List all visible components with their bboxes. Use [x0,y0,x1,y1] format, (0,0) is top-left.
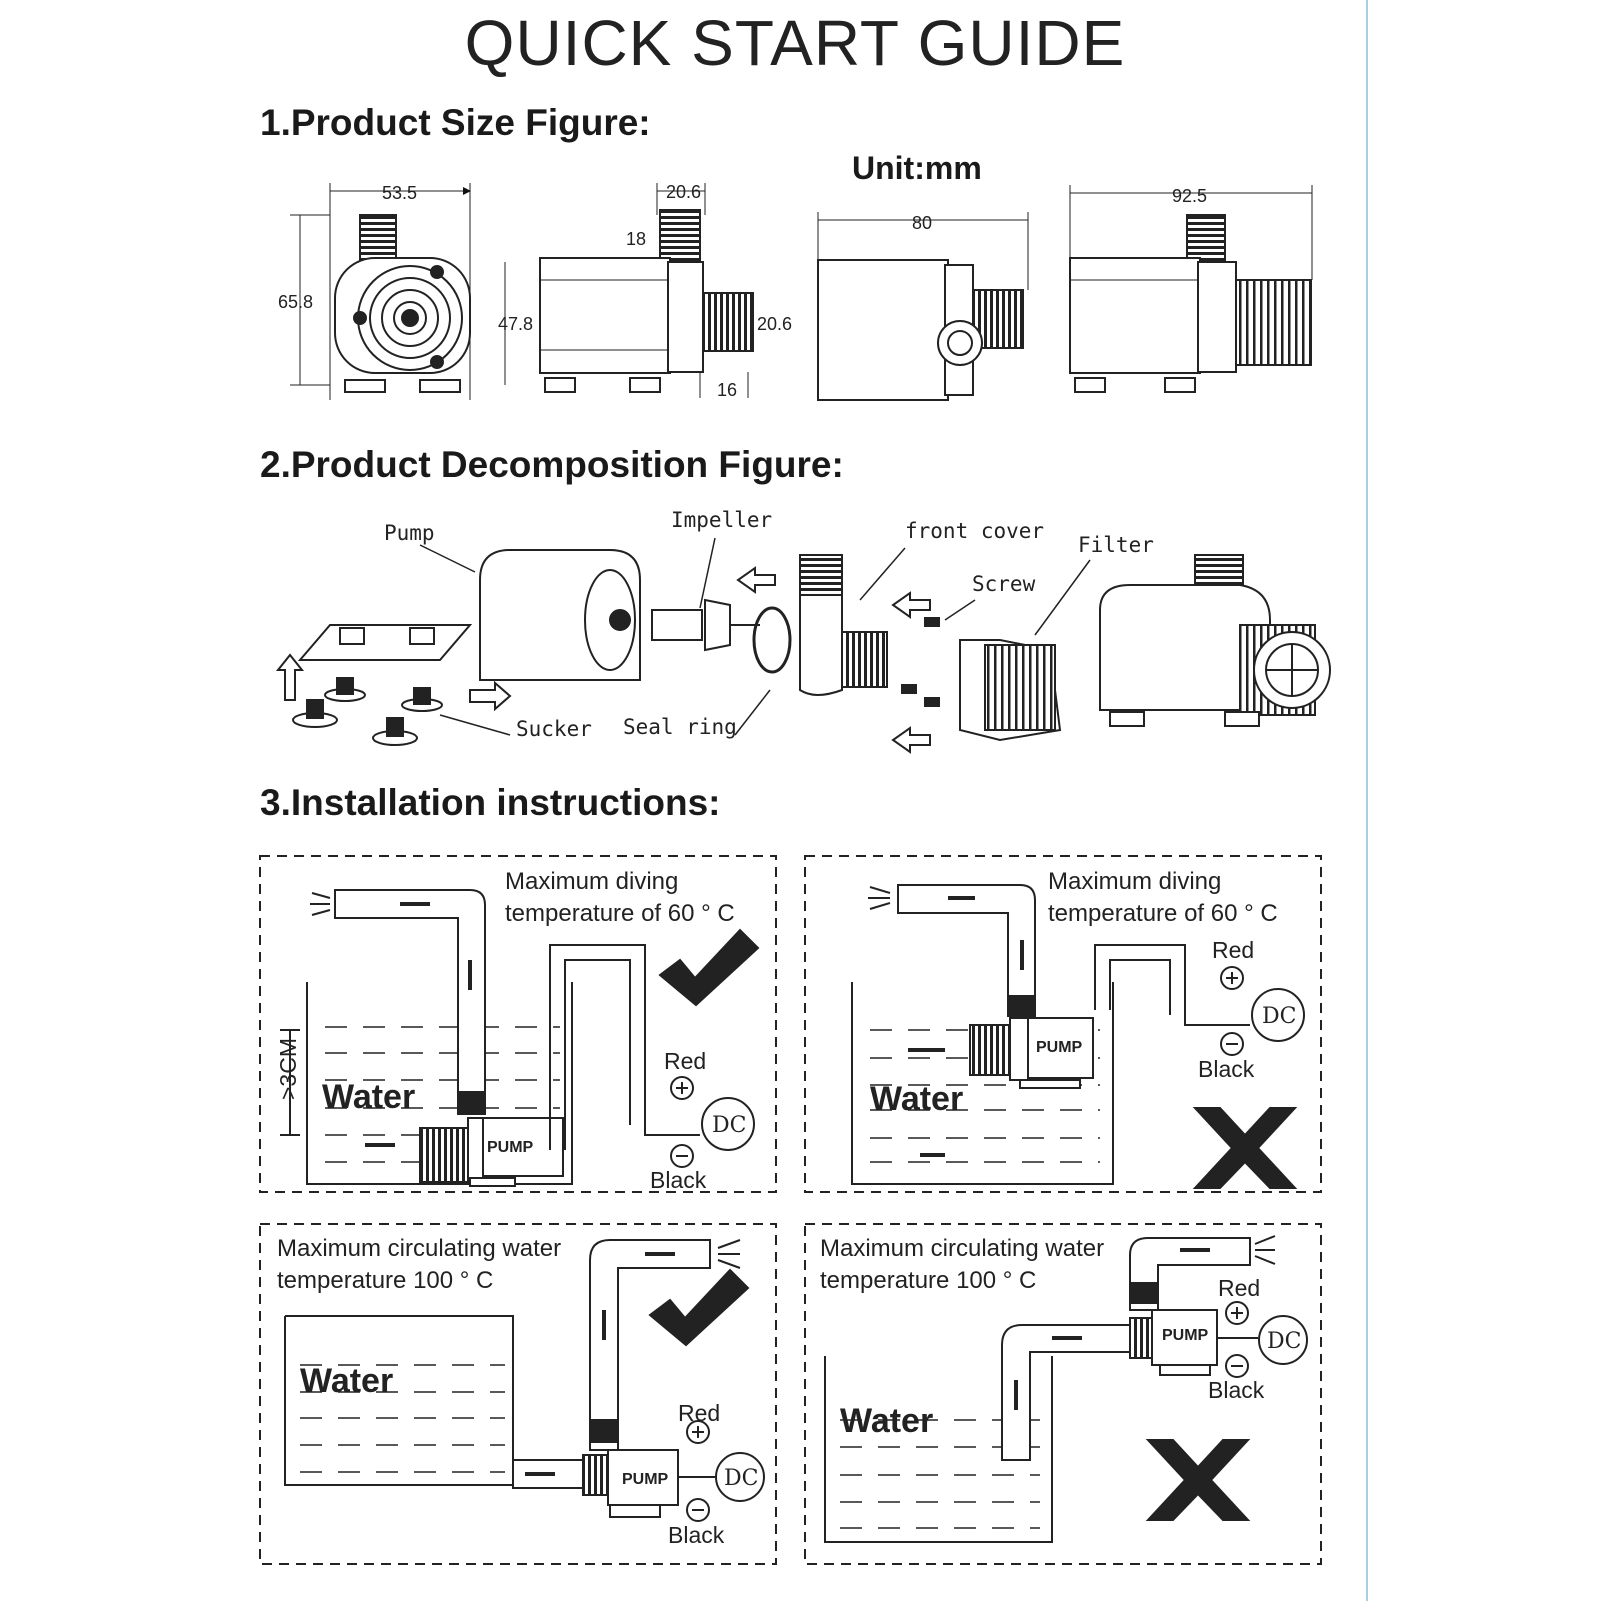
panel-2-pump-label: PUMP [1036,1039,1083,1056]
panel-2-dc-label: DC [1262,1004,1296,1029]
unit-label: Unit:mm [852,150,982,186]
install-panel-1 [259,855,777,1193]
size-figure-front [290,183,471,400]
label-screw: Screw [972,572,1036,596]
panel-1-caption-line2: temperature of 60 ° C [505,900,735,927]
label-sucker: Sucker [516,717,592,741]
panel-2-black-label: Black [1198,1056,1255,1082]
panel-1-water-label: Water [322,1078,415,1116]
decomposition-drawing [275,537,1331,754]
label-impeller: Impeller [671,508,772,532]
panel-2-caption-line1: Maximum diving [1048,868,1221,895]
panel-4-red-label: Red [1218,1275,1260,1301]
panel-1-caption-line1: Maximum diving [505,868,678,895]
page-title: QUICK START GUIDE [464,7,1126,79]
panel-3-caption-line1: Maximum circulating water [277,1235,561,1262]
install-panel-3 [259,1223,777,1565]
size-figure-side [504,183,754,398]
panel-3-dc-label: DC [724,1466,758,1491]
dim-inlet-height: 20.6 [757,314,792,334]
section-heading-installation: 3.Installation instructions: [260,782,721,823]
panel-4-pump-label: PUMP [1162,1327,1209,1344]
panel-1-depth-label: >3CM [275,1038,301,1100]
panel-3-pump-label: PUMP [622,1471,669,1488]
panel-2-caption-line2: temperature of 60 ° C [1048,900,1278,927]
dim-width-front: 53.5 [382,183,417,203]
dim-outlet-width: 20.6 [666,182,701,202]
dim-inlet-length: 16 [717,380,737,400]
section-heading-decomposition: 2.Product Decomposition Figure: [260,444,844,485]
size-figure-filter [1069,185,1313,393]
panel-4-caption-line2: temperature 100 ° C [820,1267,1036,1294]
dim-depth-top: 80 [912,213,932,233]
dim-height-front: 65.8 [278,292,313,312]
panel-2-red-label: Red [1212,937,1254,963]
panel-4-dc-label: DC [1267,1329,1301,1354]
section-heading-size: 1.Product Size Figure: [260,102,651,143]
panel-4-black-label: Black [1208,1377,1265,1403]
install-panel-2 [804,855,1322,1193]
page-edge-rule [1366,0,1368,1601]
panel-1-pump-label: PUMP [487,1139,534,1156]
panel-1-red-label: Red [664,1048,706,1074]
dim-body-height: 47.8 [498,314,533,334]
label-front-cover: front cover [905,519,1044,543]
label-pump: Pump [384,521,435,545]
panel-3-red-label: Red [678,1400,720,1426]
panel-4-caption-line1: Maximum circulating water [820,1235,1104,1262]
panel-3-water-label: Water [300,1362,393,1400]
panel-1-black-label: Black [650,1167,707,1193]
panel-2-water-label: Water [870,1080,963,1118]
label-seal-ring: Seal ring [623,715,737,739]
install-panel-4 [804,1223,1322,1565]
panel-4-water-label: Water [840,1402,933,1440]
panel-3-black-label: Black [668,1522,725,1548]
dim-outlet-height: 18 [626,229,646,249]
panel-1-dc-label: DC [712,1113,746,1138]
label-filter: Filter [1078,533,1154,557]
dim-total-length: 92.5 [1172,186,1207,206]
size-figure-top [817,212,1029,401]
panel-3-caption-line2: temperature 100 ° C [277,1267,493,1294]
